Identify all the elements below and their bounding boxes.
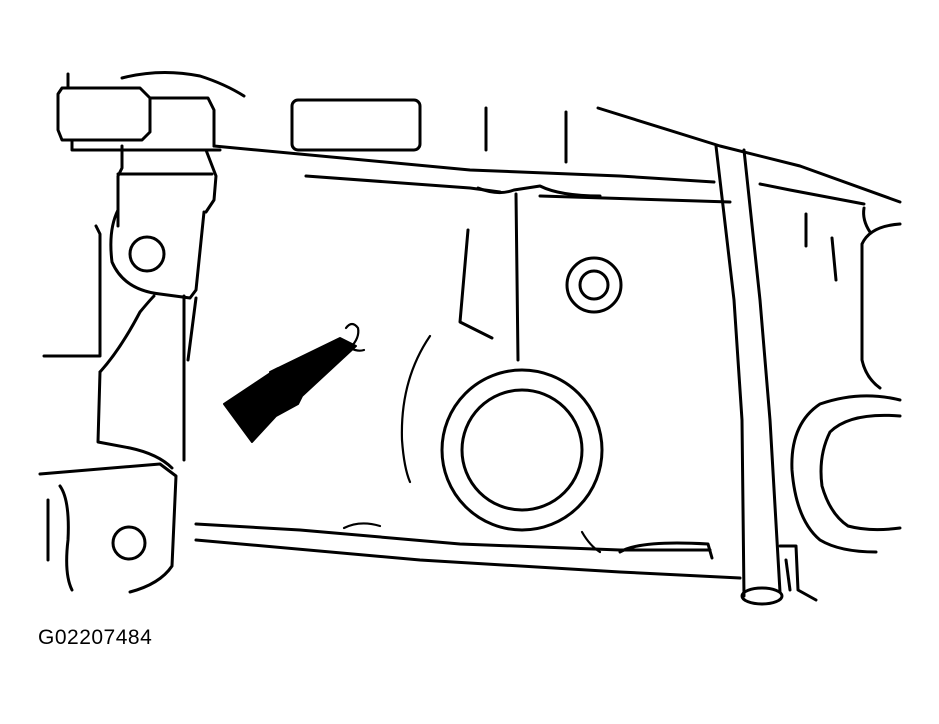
dipstick-tube-left (714, 144, 746, 598)
top-rectangular-boss (290, 98, 422, 152)
right-outer-boss (860, 222, 902, 390)
rib-left-edge (458, 228, 494, 340)
cover-top-edge (212, 144, 716, 184)
pointer-arrow (223, 337, 357, 443)
right-top-edge (758, 182, 866, 206)
lower-left-flange (58, 484, 74, 592)
rib-to-tube-line (538, 194, 732, 204)
lower-left-bracket (38, 462, 178, 594)
center-boss-outer (565, 256, 623, 314)
callout-2-glyph (344, 322, 366, 352)
upper-left-bracket (56, 70, 246, 152)
large-boss-outer-ring (440, 368, 604, 532)
dipstick-tube-end (740, 586, 784, 606)
cover-upper-slope (596, 106, 902, 204)
dipstick-tube-right (742, 148, 782, 594)
left-casting-curve (98, 294, 156, 374)
left-casting-lower (96, 370, 174, 470)
large-boss-shadow-curve (400, 334, 432, 484)
lower-left-bolt-hole (111, 525, 147, 561)
tube-bracket-inner (784, 558, 792, 592)
upper-left-bolt-hole (128, 235, 166, 273)
tube-bracket (778, 544, 818, 602)
right-mark-1 (830, 236, 838, 282)
figure-code-label: G02207484 (38, 626, 153, 649)
right-large-boss-outer (790, 394, 902, 554)
right-upper-lip (862, 206, 872, 234)
lower-edge-notch (342, 522, 382, 530)
cover-bottom-edge (194, 538, 742, 580)
left-mounting-bracket (109, 144, 218, 362)
cover-lower-edge (194, 522, 712, 552)
lower-edge-step (618, 541, 714, 560)
rib-right-edge (514, 192, 520, 362)
right-large-boss-inner (819, 413, 902, 532)
rib-top-curve (476, 184, 602, 198)
lower-edge-mark (580, 530, 602, 554)
large-boss-inner-ring (460, 388, 584, 512)
left-outer-casting (42, 224, 102, 358)
center-boss-inner (578, 269, 610, 301)
inner-top-edge (304, 174, 502, 194)
